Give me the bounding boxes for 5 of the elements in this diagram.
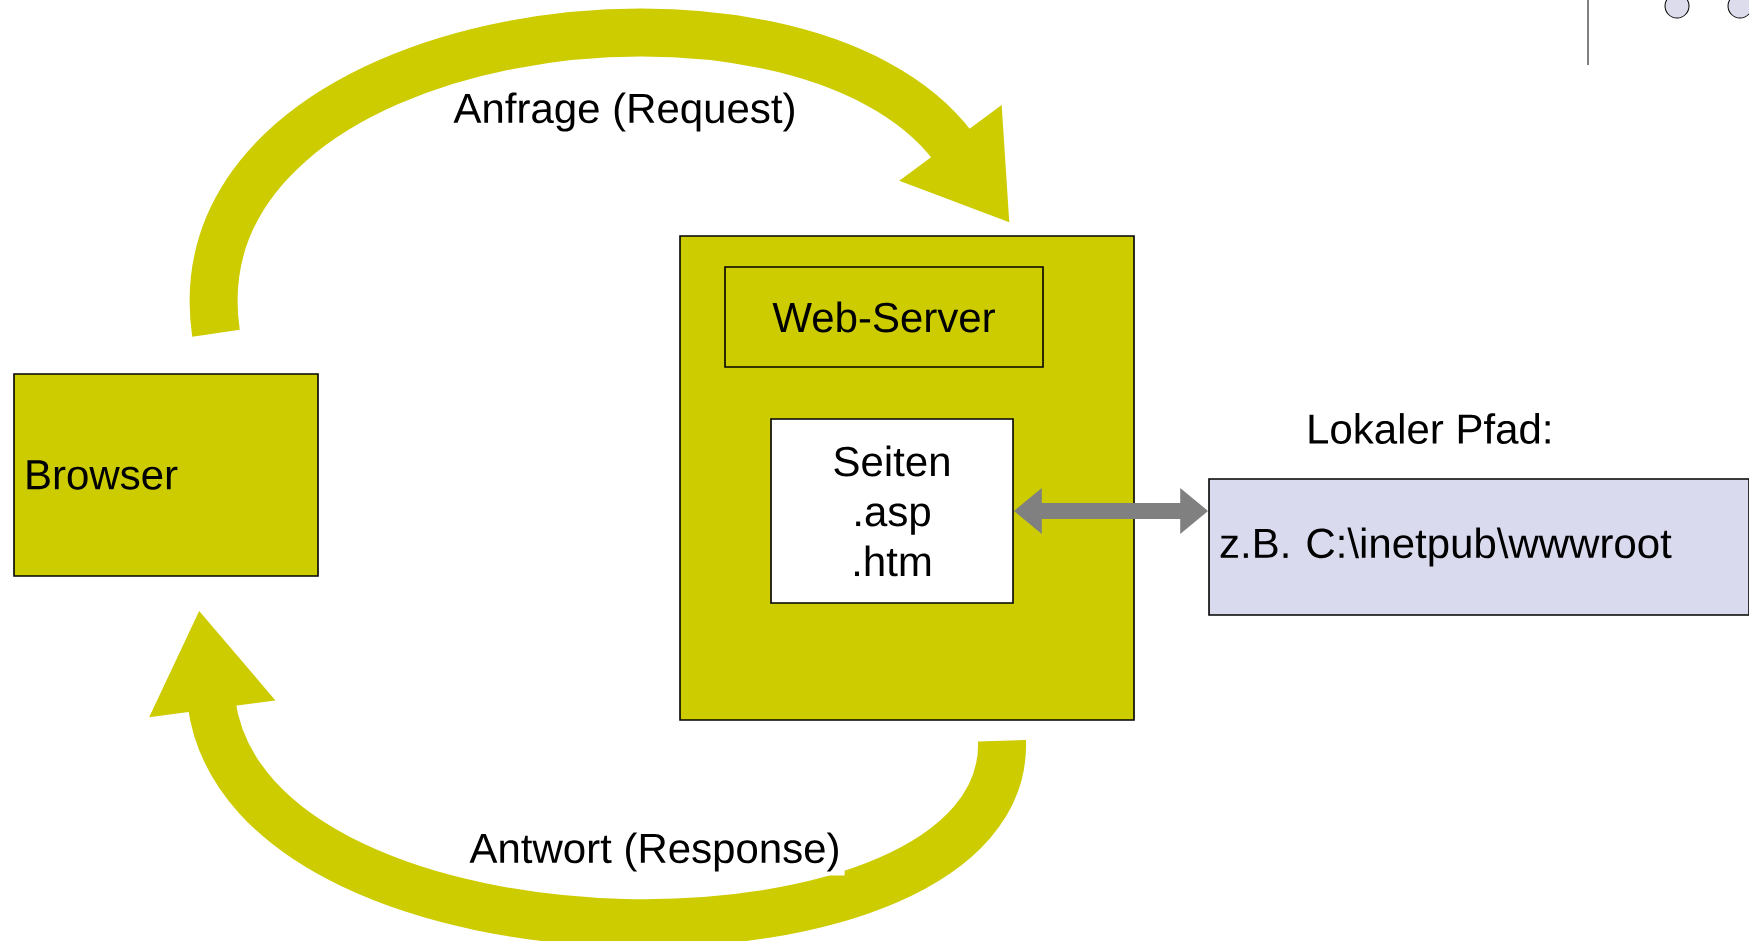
node-label: Lokaler Pfad: xyxy=(1309,413,1550,444)
pages-box: Seiten .asp .htm xyxy=(770,418,1014,604)
path-box: Lokaler Pfad: z.B. C:\inetpub\wwwroot xyxy=(1208,413,1749,616)
edge-label: Antwort (Response) xyxy=(465,828,845,876)
browser-box: Browser xyxy=(13,373,319,577)
